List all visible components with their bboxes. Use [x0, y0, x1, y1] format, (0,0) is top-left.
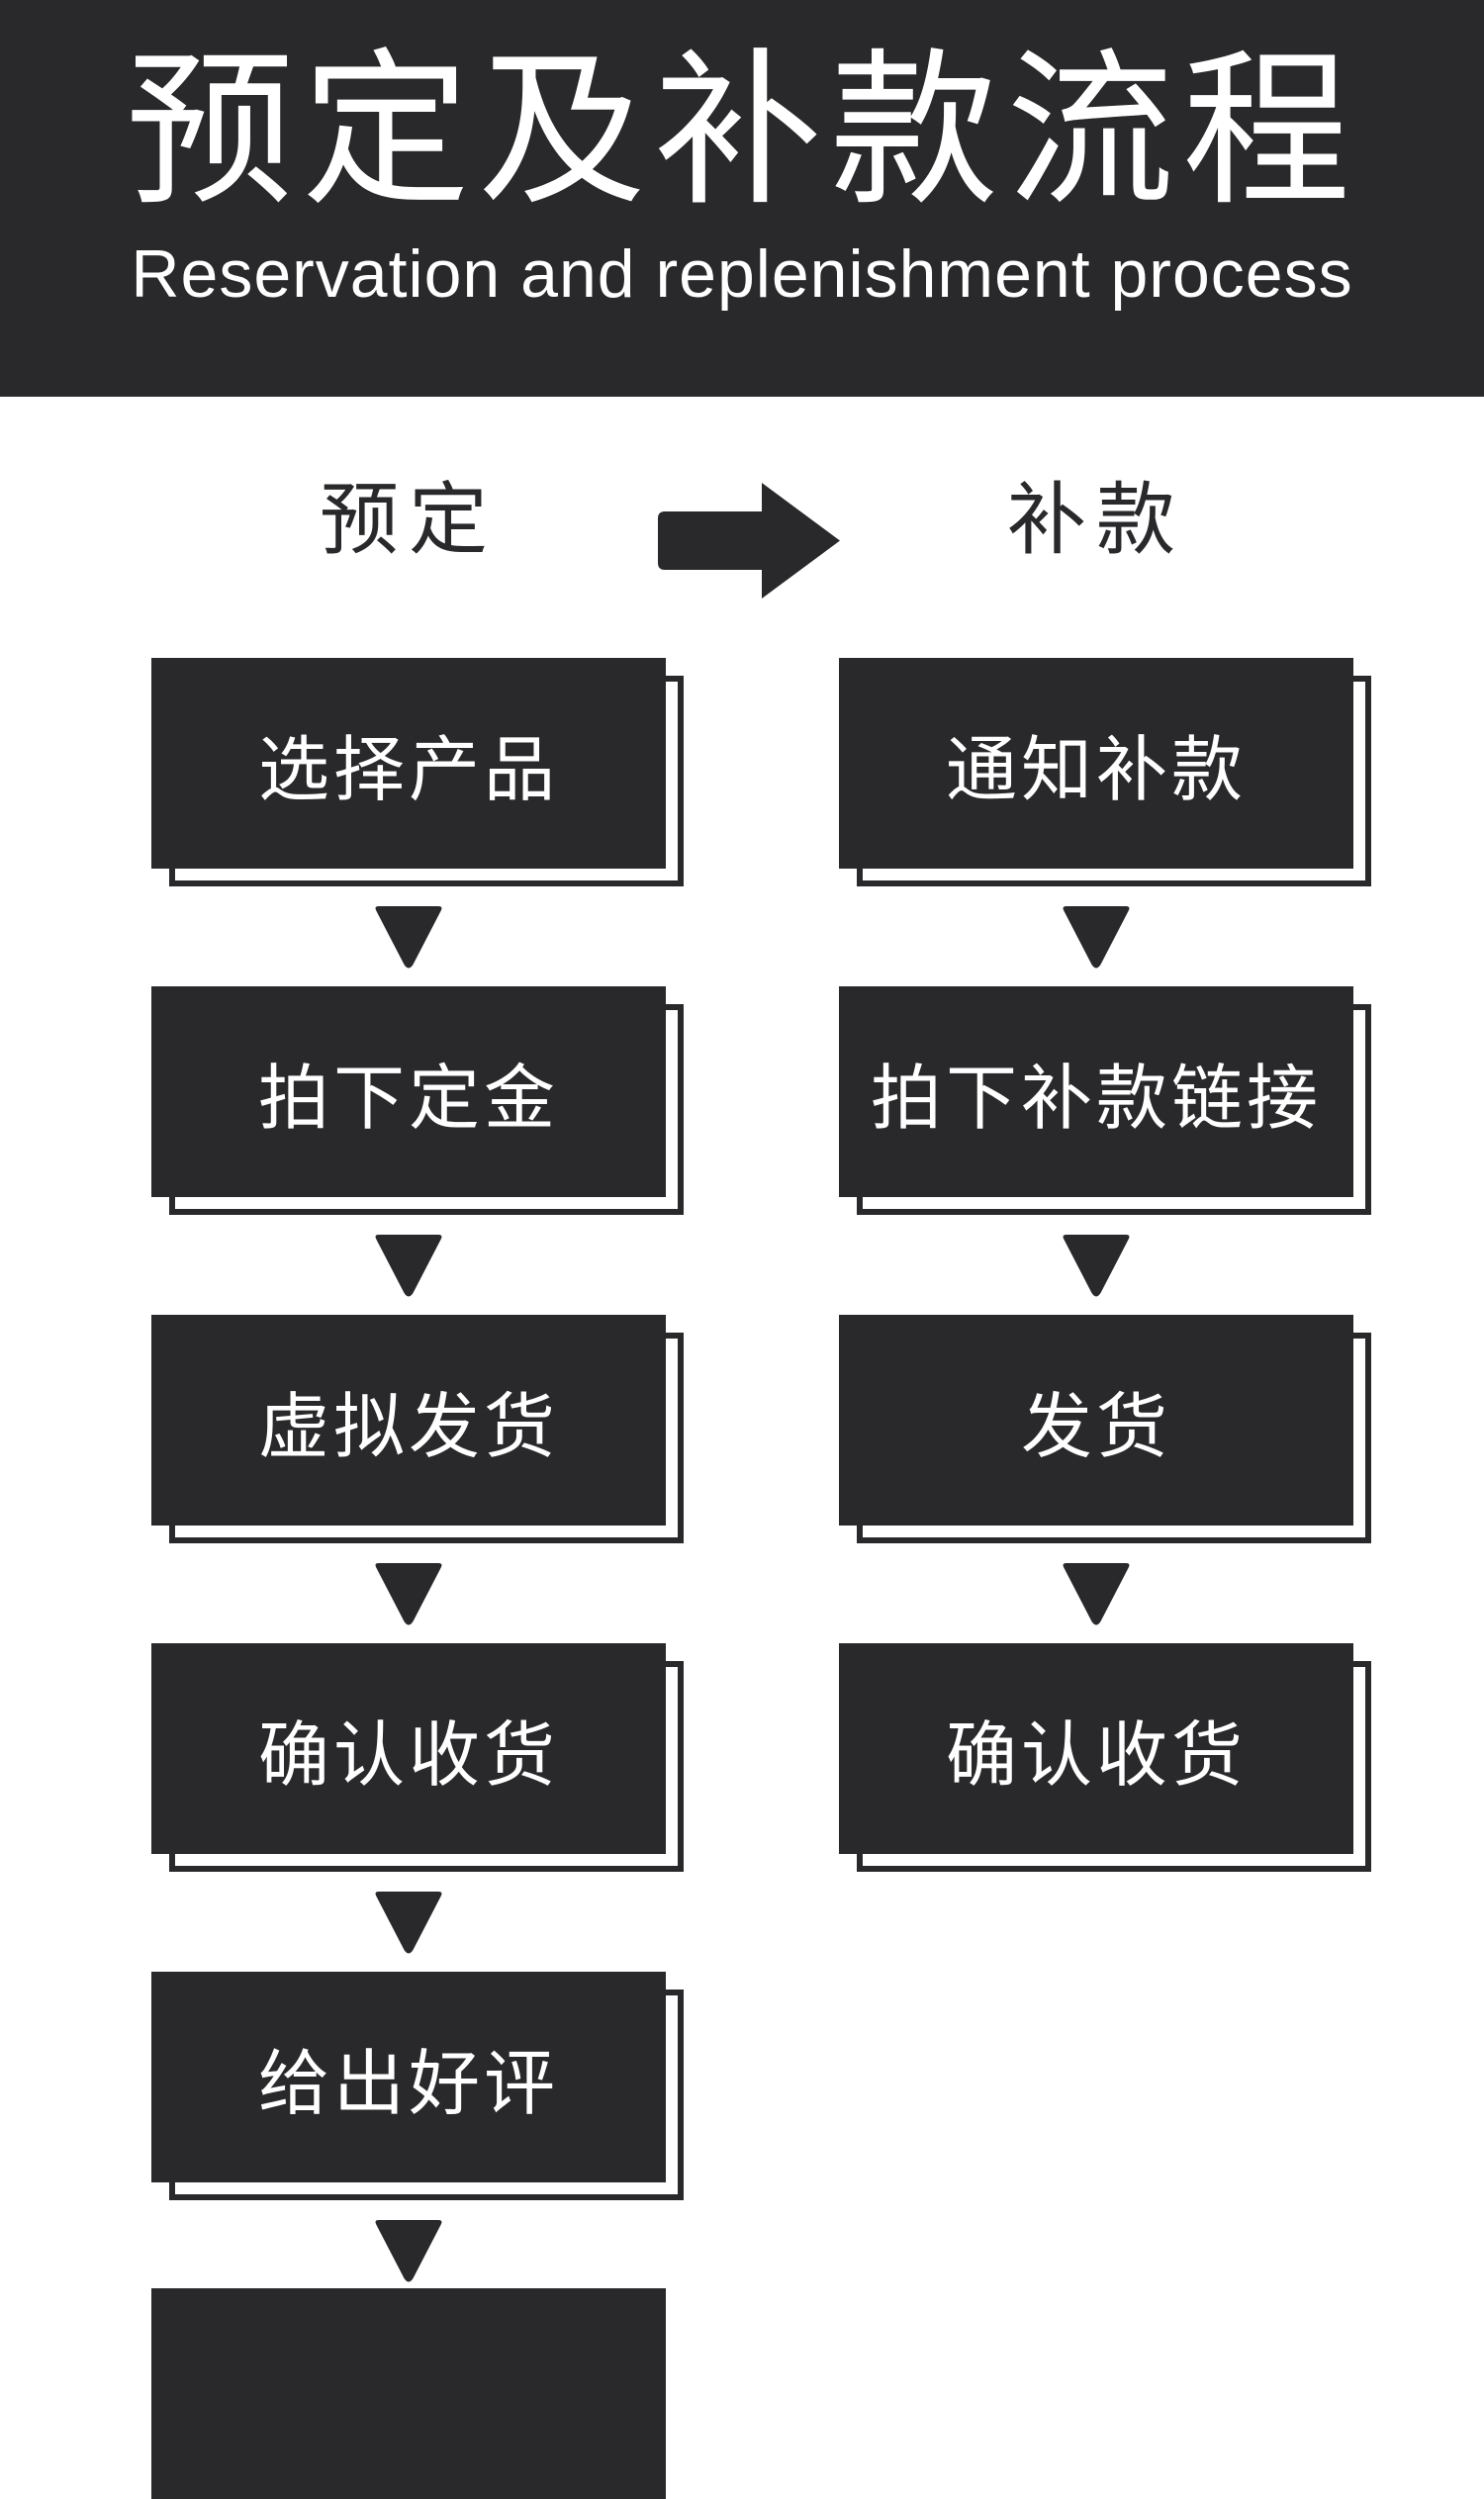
down-arrow-icon [374, 1892, 443, 1955]
down-arrow-icon [374, 1563, 443, 1626]
step-label: 选择产品 [151, 658, 666, 869]
page-subtitle: Reservation and replenishment process [131, 236, 1353, 312]
flow-step-box: 拍下定金 [151, 986, 684, 1215]
flow-step-box: 发货 [839, 1315, 1371, 1543]
down-arrow-icon [374, 906, 443, 970]
step-label: 发货 [839, 1315, 1353, 1526]
down-arrow-icon [374, 1235, 443, 1298]
flow-step-box: 选择产品 [151, 658, 684, 886]
partial-step-box [151, 2288, 666, 2499]
right-arrow-icon [657, 481, 842, 601]
right-arrow-shape [658, 483, 840, 599]
flow-step-box: 给出好评 [151, 1972, 684, 2200]
down-arrow-icon [374, 2220, 443, 2283]
step-label: 通知补款 [839, 658, 1353, 869]
down-arrow-icon [1062, 1563, 1131, 1626]
step-label: 确认收货 [151, 1643, 666, 1854]
down-arrow-icon [1062, 1235, 1131, 1298]
step-label: 给出好评 [151, 1972, 666, 2182]
flow-step-box: 通知补款 [839, 658, 1371, 886]
partial-step-face [151, 2288, 666, 2499]
step-label: 确认收货 [839, 1643, 1353, 1854]
page-title: 预定及补款流程 [125, 38, 1358, 226]
flow-step-box: 拍下补款链接 [839, 986, 1371, 1215]
step-label: 拍下补款链接 [839, 986, 1353, 1197]
flow-step-box: 虚拟发货 [151, 1315, 684, 1543]
right-column-title: 补款 [1007, 476, 1185, 564]
header-band: 预定及补款流程 Reservation and replenishment pr… [0, 0, 1484, 397]
step-label: 虚拟发货 [151, 1315, 666, 1526]
flow-step-box: 确认收货 [151, 1643, 684, 1872]
left-column-title: 预定 [320, 476, 498, 564]
step-label: 拍下定金 [151, 986, 666, 1197]
down-arrow-icon [1062, 906, 1131, 970]
flow-step-box: 确认收货 [839, 1643, 1371, 1872]
